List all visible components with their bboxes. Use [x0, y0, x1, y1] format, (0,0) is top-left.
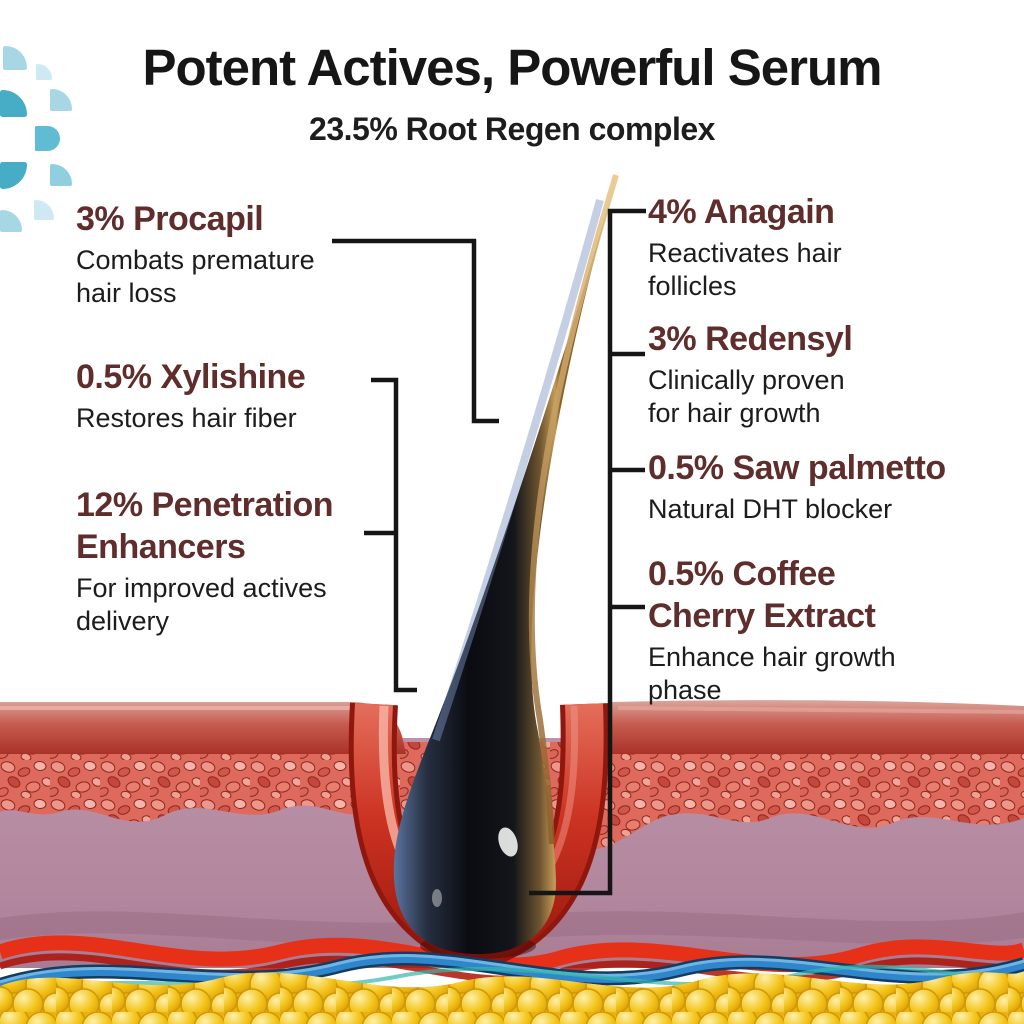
blood-vessel-red — [0, 935, 1024, 973]
ingredient-description: Clinically proven for hair growth — [648, 365, 845, 428]
ingredient-description: Restores hair fiber — [76, 403, 297, 433]
callout-penetration-enhancers: 12% Penetration Enhancers For improved a… — [76, 484, 334, 638]
header: Potent Actives, Powerful Serum 23.5% Roo… — [0, 38, 1024, 148]
hair-specular-small — [432, 889, 442, 907]
page-subtitle: 23.5% Root Regen complex — [309, 111, 715, 147]
callout-coffee-cherry: 0.5% Coffee Cherry Extract Enhance hair … — [648, 553, 896, 707]
callout-procapil: 3% Procapil Combats premature hair loss — [76, 198, 315, 310]
ingredient-heading: 12% Penetration Enhancers — [76, 486, 334, 566]
ingredient-heading: 3% Redensyl — [648, 320, 853, 358]
ingredient-heading: 3% Procapil — [76, 200, 264, 238]
callout-redensyl: 3% Redensyl Clinically proven for hair g… — [648, 318, 853, 430]
ingredient-description: Enhance hair growth phase — [648, 642, 896, 705]
ingredient-description: Combats premature hair loss — [76, 245, 315, 308]
callout-anagain: 4% Anagain Reactivates hair follicles — [648, 191, 842, 303]
callout-saw-palmetto: 0.5% Saw palmetto Natural DHT blocker — [648, 447, 946, 526]
skin-surface-left — [0, 702, 406, 754]
ingredient-description: Reactivates hair follicles — [648, 238, 842, 301]
logo-dot — [35, 126, 60, 151]
callout-xylishine: 0.5% Xylishine Restores hair fiber — [76, 356, 306, 435]
hair-specular — [498, 827, 518, 857]
page-title: Potent Actives, Powerful Serum — [142, 39, 883, 96]
skin-surface-gloss-right — [617, 706, 1024, 714]
logo-dot — [34, 200, 54, 220]
logo-dot — [0, 210, 22, 232]
logo-dot — [50, 89, 72, 111]
ingredient-heading: 0.5% Coffee Cherry Extract — [648, 555, 876, 635]
ingredient-heading: 0.5% Xylishine — [76, 358, 306, 396]
fat-layer-cells — [0, 972, 1024, 1024]
logo-dot — [50, 164, 72, 186]
ingredient-description: Natural DHT blocker — [648, 494, 893, 524]
ingredient-heading: 4% Anagain — [648, 193, 835, 231]
ingredient-description: For improved actives delivery — [76, 573, 327, 636]
ingredient-heading: 0.5% Saw palmetto — [648, 449, 946, 487]
logo-dot — [36, 64, 52, 80]
skin-surface-right — [582, 700, 1024, 754]
blood-vessel-teal — [0, 964, 1024, 998]
